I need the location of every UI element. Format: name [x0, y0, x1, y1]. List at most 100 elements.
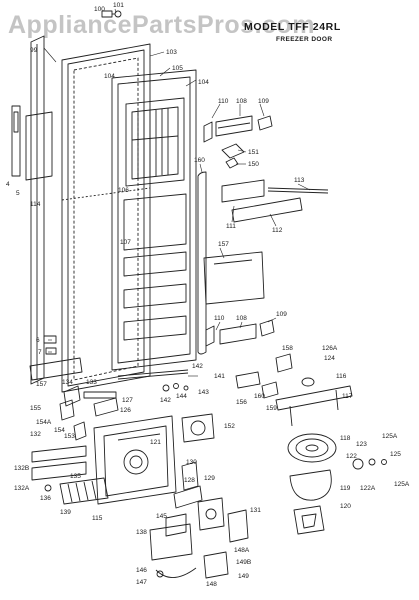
callout-123: 123 [356, 441, 367, 448]
gasket-strip-part [30, 35, 45, 385]
actuator-arm-part [63, 385, 117, 407]
callout-109-lower: 109 [276, 311, 287, 318]
callout-159: 159 [266, 405, 277, 412]
chute-part [173, 461, 203, 509]
solenoid-cover-part [197, 497, 225, 531]
dispenser-trim-part [31, 445, 87, 481]
callout-130: 130 [186, 459, 197, 466]
callout-126: 126 [120, 407, 131, 414]
callout-108: 108 [236, 98, 247, 105]
callout-113: 113 [294, 177, 305, 184]
callout-106: 106 [118, 187, 129, 194]
door-panel-part [61, 43, 151, 393]
callout-4: 4 [6, 181, 10, 188]
bottom-trim-part [29, 357, 83, 381]
callout-125a: 125A [382, 433, 398, 440]
screw-part [44, 484, 52, 492]
callout-158: 158 [282, 345, 293, 352]
callout-118: 118 [340, 435, 351, 442]
top-hinge-fitting-part [101, 10, 122, 18]
callout-112: 112 [272, 227, 283, 234]
callout-104-right: 104 [198, 79, 209, 86]
callout-132: 132 [30, 431, 41, 438]
callout-131: 131 [250, 507, 261, 514]
ice-crusher-blade-part [293, 505, 325, 535]
callout-148: 148 [206, 581, 217, 588]
callout-155: 155 [30, 405, 41, 412]
callout-110: 110 [218, 98, 229, 105]
callout-157-upper: 157 [218, 241, 229, 248]
callout-136: 136 [40, 495, 51, 502]
callout-144: 144 [176, 393, 187, 400]
callout-142-lower: 142 [160, 397, 171, 404]
callout-160: 160 [194, 157, 205, 164]
linkage-part [155, 567, 197, 578]
dispenser-lever-part [93, 397, 119, 417]
callout-120: 120 [340, 503, 351, 510]
leader-lines [43, 8, 311, 377]
door-liner-part [111, 69, 197, 371]
callout-143: 143 [198, 389, 209, 396]
door-bracket-part [25, 111, 53, 181]
dispenser-rod-part [197, 171, 207, 355]
callout-134: 134 [62, 379, 73, 386]
callout-149: 149 [238, 573, 249, 580]
callout-115: 115 [92, 515, 103, 522]
callout-7: 7 [38, 349, 42, 356]
callout-147: 147 [136, 579, 147, 586]
callout-127: 127 [122, 397, 133, 404]
callout-5: 5 [16, 190, 20, 197]
callout-122a: 122A [360, 485, 376, 492]
callout-135: 135 [70, 473, 81, 480]
lever-spring-part [59, 399, 87, 441]
callout-150: 150 [248, 161, 259, 168]
callout-100: 100 [94, 6, 105, 13]
diagram-subtitle: FREEZER DOOR [276, 36, 332, 43]
callout-105: 105 [172, 65, 183, 72]
callout-121: 121 [150, 439, 161, 446]
callout-152: 152 [224, 423, 235, 430]
callout-153: 153 [64, 433, 75, 440]
shelf-clip-part [221, 143, 245, 169]
mounting-bracket-part [149, 523, 193, 561]
watermark-text: AppliancePartsPros.com [8, 11, 315, 39]
switch-part [275, 353, 315, 387]
callout-114: 114 [30, 201, 41, 208]
callout-104-left: 104 [104, 73, 115, 80]
solenoid-bracket-part [165, 513, 187, 537]
callout-142: 142 [192, 363, 203, 370]
callout-111: 111 [226, 223, 236, 230]
callout-151: 151 [248, 149, 259, 156]
callout-116: 116 [336, 373, 347, 380]
switch-assembly-part [203, 509, 249, 579]
callout-117: 117 [342, 393, 353, 400]
callout-145: 145 [156, 513, 167, 520]
lower-shelf-bar-part [205, 319, 275, 347]
bin-front-part [221, 179, 329, 223]
callout-149b: 149B [236, 559, 251, 566]
callout-124: 124 [324, 355, 335, 362]
dispenser-motor-part [181, 413, 215, 443]
switch-bracket-part [235, 371, 279, 399]
shelf-bar-part [203, 115, 273, 143]
callout-108-lower: 108 [236, 315, 247, 322]
callout-154a: 154A [36, 419, 52, 426]
actuator-rod-part [117, 369, 189, 380]
callout-101: 101 [113, 2, 124, 9]
auger-coupling-part [352, 458, 387, 470]
callout-107: 107 [120, 239, 131, 246]
hinge-screw-part [43, 335, 57, 355]
dispenser-rail-part [275, 385, 353, 427]
freezer-door-cover-part [203, 251, 265, 305]
callout-126a: 126A [322, 345, 338, 352]
ice-crusher-cup-part [289, 469, 332, 501]
callout-160-lower: 160 [254, 393, 265, 400]
callout-6: 6 [36, 337, 40, 344]
callout-132a: 132A [14, 485, 30, 492]
callout-layer: 100 101 99 103 105 104 104 110 108 109 4… [6, 2, 410, 588]
callout-128: 128 [184, 477, 195, 484]
callout-99: 99 [30, 47, 38, 54]
callout-154: 154 [54, 427, 65, 434]
callout-146: 146 [136, 567, 147, 574]
auger-motor-part [287, 433, 337, 463]
